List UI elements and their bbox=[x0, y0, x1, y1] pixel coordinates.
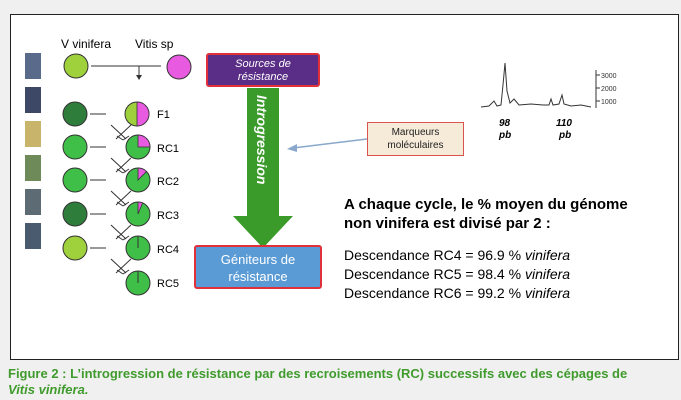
recurrent-parents bbox=[62, 101, 88, 261]
parent-circle bbox=[62, 101, 88, 127]
sources-resistance-box: Sources de résistance bbox=[206, 53, 320, 87]
progeny-pies bbox=[124, 101, 151, 296]
sources-box-line2: résistance bbox=[237, 71, 289, 83]
marqueurs-moleculaires-box: Marqueurs moléculaires bbox=[367, 122, 464, 156]
descendance-rc4-term: vinifera bbox=[524, 247, 571, 263]
geniteurs-box-line2: résistance bbox=[228, 269, 288, 284]
f1-arrowhead bbox=[136, 75, 142, 80]
grape-photo bbox=[25, 189, 41, 215]
grape-photo bbox=[25, 87, 41, 113]
sources-box-line1: Sources de bbox=[235, 58, 291, 70]
marqueurs-box-line1: Marqueurs bbox=[391, 127, 440, 138]
generation-label-rc4: RC4 bbox=[157, 244, 179, 256]
peak-label-110: 110 bbox=[556, 118, 572, 129]
grape-photo bbox=[25, 121, 41, 147]
cycle-statement-line2: non vinifera est divisé par 2 : bbox=[344, 215, 551, 232]
diagram-canvas: V vinifera Vitis sp bbox=[25, 37, 617, 296]
descendance-rc4-label: Descendance RC4 = 96.9 % bbox=[344, 247, 522, 263]
descendance-rc5-term: vinifera bbox=[524, 266, 571, 282]
electrophoregram bbox=[480, 62, 600, 108]
figure-caption: Figure 2 : L’introgression de résistance… bbox=[8, 366, 680, 398]
marqueurs-arrow bbox=[292, 138, 368, 149]
descent-arrows bbox=[110, 124, 132, 275]
column-label-vinifera: V vinifera bbox=[61, 37, 111, 51]
parent-circle bbox=[62, 201, 88, 227]
descendance-rc5: Descendance RC5 = 98.4 % vinifera bbox=[344, 266, 570, 282]
introgression-arrow bbox=[233, 88, 293, 248]
descendance-rc5-label: Descendance RC5 = 98.4 % bbox=[344, 266, 522, 282]
electrophoregram-trace bbox=[480, 62, 592, 108]
scale-tick-2000: 2000 bbox=[601, 86, 617, 93]
descendance-rc6-label: Descendance RC6 = 99.2 % bbox=[344, 285, 522, 301]
grape-photo bbox=[25, 223, 41, 249]
cycle-statement: A chaque cycle, le % moyen du génome non… bbox=[344, 195, 628, 233]
column-label-vitis-sp: Vitis sp bbox=[135, 37, 174, 51]
grape-photo bbox=[25, 53, 41, 79]
peak-unit-110: pb bbox=[558, 130, 571, 141]
scale-tick-1000: 1000 bbox=[601, 99, 617, 106]
parent-circle bbox=[62, 235, 88, 261]
descendance-rc6: Descendance RC6 = 99.2 % vinifera bbox=[344, 285, 570, 301]
caption-line1: Figure 2 : L’introgression de résistance… bbox=[8, 366, 628, 381]
marqueurs-box-line2: moléculaires bbox=[387, 140, 444, 151]
cycle-statement-line1: A chaque cycle, le % moyen du génome bbox=[344, 196, 628, 213]
generation-label-f1: F1 bbox=[157, 109, 170, 121]
parent-vitis-sp-circle bbox=[166, 54, 192, 80]
peak-unit-98: pb bbox=[498, 130, 511, 141]
figure-frame: V vinifera Vitis sp bbox=[10, 14, 679, 360]
generation-label-rc5: RC5 bbox=[157, 278, 179, 290]
peak-label-98: 98 bbox=[499, 118, 511, 129]
generation-label-rc2: RC2 bbox=[157, 176, 179, 188]
parent-circle bbox=[62, 167, 88, 193]
parent-circle bbox=[62, 134, 88, 160]
parent-vinifera-circle bbox=[63, 53, 89, 79]
descendance-rc6-term: vinifera bbox=[524, 285, 571, 301]
descendance-rc4: Descendance RC4 = 96.9 % vinifera bbox=[344, 247, 570, 263]
grape-photo-column bbox=[25, 53, 41, 249]
scale-tick-3000: 3000 bbox=[601, 73, 617, 80]
geniteurs-resistance-box: Géniteurs de résistance bbox=[194, 245, 322, 289]
geniteurs-box-line1: Géniteurs de bbox=[220, 252, 296, 267]
generation-label-rc1: RC1 bbox=[157, 143, 179, 155]
cross-dashes bbox=[90, 113, 106, 249]
marqueurs-arrowhead bbox=[287, 144, 297, 152]
caption-line2: Vitis vinifera. bbox=[8, 382, 89, 397]
introgression-label: Introgression bbox=[254, 95, 270, 184]
generation-label-rc3: RC3 bbox=[157, 210, 179, 222]
grape-photo bbox=[25, 155, 41, 181]
